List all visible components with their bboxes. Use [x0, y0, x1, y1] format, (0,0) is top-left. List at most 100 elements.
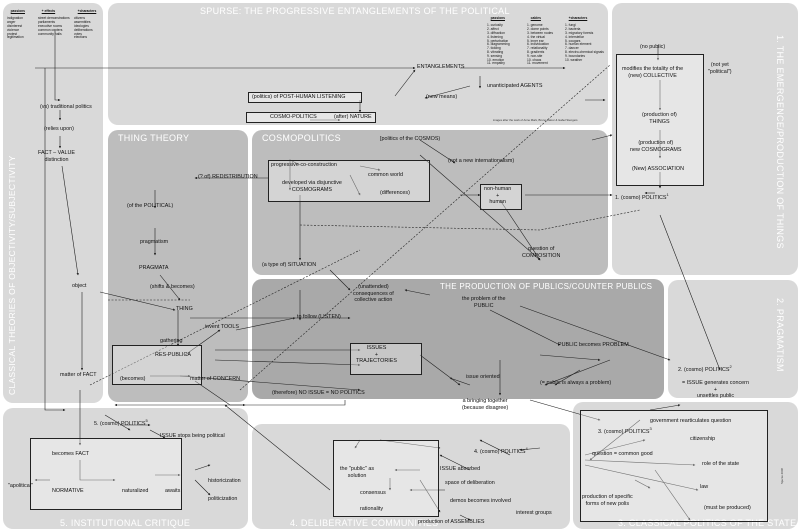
node-unanticipated-agents: unanticipated AGENTS — [487, 83, 543, 89]
node-type-situation: (a type of) SITUATION — [262, 262, 317, 268]
node-to-follow: to follow (LISTEN) — [297, 314, 341, 320]
cosmo-politics-3-label: 3. (cosmo) POLITICS — [598, 428, 650, 435]
node-shifts-becomes: (shifts & becomes) — [150, 284, 195, 290]
legend-passions2-title: passions — [490, 15, 505, 20]
node-gathering: gathering — [160, 338, 183, 344]
region-emergence — [612, 3, 798, 275]
legend-effects-title: + effects — [41, 8, 56, 13]
legend-item: common centers — [38, 27, 63, 32]
legend-item: 5. inner ear — [527, 38, 544, 43]
cosmo-politics-4-label: 4. (cosmo) POLITICS — [474, 448, 526, 455]
frame-state — [580, 410, 768, 522]
legend-item: 11. movement — [527, 61, 548, 66]
legend-item: indignation — [7, 16, 23, 21]
node-apolitical: "apolitical" — [8, 483, 33, 489]
node-developed-via: developed via disjunctive COSMOGRAMS — [282, 180, 342, 193]
node-historicization: historicization — [208, 478, 241, 484]
legend-item: 9. non-site — [527, 53, 543, 58]
node-cosmo-politics-5: 5. (cosmo) POLITICS5 — [94, 418, 148, 427]
region-cosmopolitics — [252, 130, 608, 275]
legend-item: deliberations — [74, 27, 93, 32]
node-cosmo-politics-3: 3. (cosmo) POLITICS3 — [598, 426, 652, 435]
node-no-public: (no public) — [640, 44, 666, 50]
node-problem-public: the problem of the PUBLIC — [462, 296, 506, 309]
node-of-the-political: (of the POLITICAL) — [127, 203, 174, 209]
node-becomes-fact: becomes FACT — [52, 451, 90, 457]
node-unattended-consequences: (unattended) consequences of collective … — [353, 284, 394, 304]
region-title-thing-theory: THING THEORY — [118, 133, 190, 143]
region-classical-theories — [3, 3, 103, 403]
node-cosmo-politics-1: 1. (cosmo) POLITICS1 — [615, 192, 669, 201]
legend-item: 3. between nodes — [527, 30, 554, 35]
legend-item: 10. emotion — [487, 57, 505, 62]
node-production-things: (production of) THINGS — [642, 112, 677, 125]
node-thing: THING — [176, 306, 193, 312]
legend-item: 7. tickling — [487, 46, 501, 51]
legend-passions-title: passions — [10, 8, 25, 13]
legend-item: 2. bacteria — [565, 27, 581, 32]
legend-characters2-title: +characters — [568, 15, 588, 20]
node-production-cosmograms: (production of) new COSMOGRAMS — [630, 140, 682, 153]
node-invent-tools: invent TOOLS — [205, 324, 239, 330]
legend-item: 10. weather — [565, 57, 583, 62]
frame-post-human — [248, 92, 362, 103]
frame-res-publica — [112, 345, 202, 385]
node-becomes: (becomes) — [120, 376, 146, 382]
legend-item: 6. diagramming — [487, 42, 510, 47]
frame-cosmogram — [268, 160, 430, 202]
legend-item: legitimation — [7, 35, 24, 40]
node-issue-generates: = ISSUE generates concern + unsettles pu… — [682, 380, 749, 400]
node-public-becomes-problem: PUBLIC becomes PROBLEM — [558, 342, 629, 348]
node-modifies-collective: modifies the totality of the (new) COLLE… — [622, 66, 684, 79]
legend-item: 10. chaos — [527, 57, 542, 62]
legend-item: 7. relationality — [527, 46, 548, 51]
frame-cosmo-nature — [246, 112, 376, 123]
legend-item: 1. fungi — [565, 23, 576, 28]
legend-item: votes — [74, 31, 82, 36]
node-normative: NORMATIVE — [52, 488, 84, 494]
node-vs-traditional: (vs) traditional politics — [40, 104, 92, 110]
node-space-deliberation: space of deliberation — [445, 480, 495, 486]
node-matter-concern: matter of CONCERN — [190, 376, 241, 382]
legend-item: 1. curiosity — [487, 23, 503, 28]
legend-item: 6. human element — [565, 42, 592, 47]
node-production-assemblies: production of ASSEMBLIES — [418, 519, 485, 525]
legend-item: 3. diffraction — [487, 30, 505, 35]
region-thing-theory — [108, 130, 248, 402]
legend-item: 1. genome — [527, 23, 543, 28]
legend-item: anger — [7, 20, 16, 25]
cosmo-politics-5-label: 5. (cosmo) POLITICS — [94, 420, 146, 427]
region-classical-state — [573, 402, 798, 529]
legend-item: 2. dome points — [527, 27, 549, 32]
legend-item: 8. gradients — [527, 49, 545, 54]
node-differences: (differences) — [380, 190, 410, 196]
node-progressive-coconstruction: progressive co-construction — [271, 162, 337, 168]
legend-item: protest — [7, 31, 18, 36]
cosmo-politics-1-sup: 1 — [666, 192, 669, 197]
node-politics-of-cosmos: [politics of the COSMOS) — [380, 136, 441, 142]
node-common-world: common world — [368, 172, 404, 178]
legend-item: 4. the virtual — [527, 34, 545, 39]
node-naturalized: naturalized — [122, 488, 149, 494]
credit-note: images after the work of Anne Mark, Brun… — [493, 118, 578, 122]
legend-item: 9. boundaries — [565, 53, 585, 58]
node-issue-oriented: issue oriented — [466, 374, 500, 380]
legend-item: 8. electro-chemical signals — [565, 49, 604, 54]
legend-item: 2. affect — [487, 27, 499, 32]
region-title-spurse: SPURSE: THE PROGRESSIVE ENTANGLEMENTS OF… — [200, 6, 510, 16]
node-issue-absorbed: ISSUE absorbed — [440, 466, 481, 472]
legend-item: citizens — [74, 16, 85, 21]
node-consensus: consensus — [360, 490, 386, 496]
region-pragmatism — [668, 280, 798, 398]
node-public-always-problem: (= public is always a problem) — [540, 380, 612, 386]
node-specific-forms: production of specific forms of new poli… — [582, 494, 633, 507]
legend-item: disinterest — [7, 23, 23, 28]
node-rationality: rationality — [360, 506, 384, 512]
node-object: object — [72, 283, 87, 289]
node-demos-involved: demos becomes involved — [450, 498, 511, 504]
